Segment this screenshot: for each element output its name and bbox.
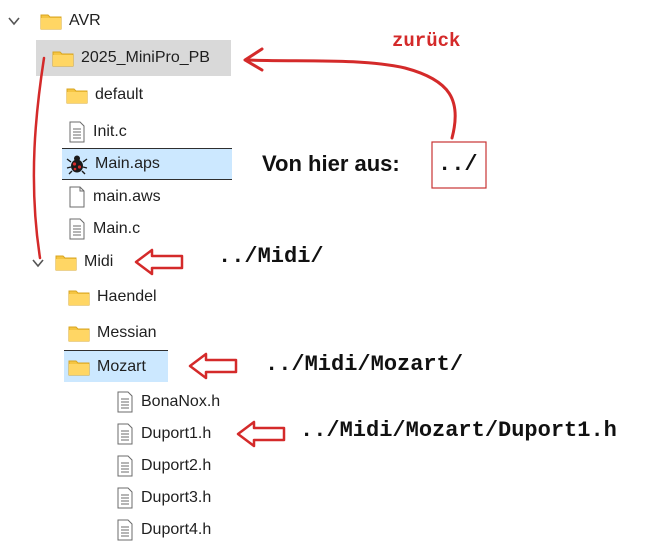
relative-root-label: ../ [438, 152, 478, 177]
arrow-left-icon [188, 352, 238, 380]
tree-item-label: Messian [97, 324, 157, 341]
text-file-icon [117, 487, 133, 509]
tree-item-duport3-h[interactable]: Duport3.h [116, 483, 211, 513]
tree-item-label: Mozart [97, 357, 146, 375]
text-file-icon [117, 423, 133, 445]
folder-icon [68, 326, 90, 342]
tree-item-label: Duport3.h [141, 489, 212, 506]
chevron-down-icon[interactable] [6, 13, 22, 29]
path-midi-label: ../Midi/ [218, 244, 324, 269]
path-duport1-label: ../Midi/Mozart/Duport1.h [300, 418, 617, 443]
chevron-down-icon[interactable] [30, 255, 46, 271]
tree-item-label: Midi [84, 253, 114, 270]
folder-icon [68, 290, 90, 306]
tree-item-default[interactable]: default [66, 80, 143, 110]
tree-item-label: main.aws [93, 188, 161, 205]
tree-item-haendel[interactable]: Haendel [68, 282, 157, 312]
folder-icon [68, 360, 90, 375]
tree-item-label: Duport2.h [141, 457, 212, 474]
tree-item-duport2-h[interactable]: Duport2.h [116, 451, 211, 481]
arrow-left-icon [236, 420, 286, 448]
tree-item-main-c[interactable]: Main.c [68, 214, 140, 244]
blank-file-icon [69, 186, 85, 208]
tree-item-label: Init.c [93, 123, 127, 140]
tree-item-main-aps[interactable]: Main.aps [62, 148, 232, 180]
tree-item-init-c[interactable]: Init.c [68, 117, 127, 147]
tree-item-label: Haendel [97, 288, 157, 305]
path-mozart-label: ../Midi/Mozart/ [265, 352, 464, 377]
back-arrow-head [243, 47, 264, 72]
folder-icon [66, 88, 88, 104]
tree-item-project[interactable]: 2025_MiniPro_PB [36, 40, 231, 76]
tree-item-label: default [95, 86, 144, 103]
back-arrow [245, 58, 457, 140]
back-label: zurück [392, 30, 461, 52]
from-here-label: Von hier aus: [262, 151, 400, 176]
tree-item-label: Main.aps [95, 155, 160, 172]
text-file-icon [69, 121, 85, 143]
text-file-icon [69, 218, 85, 240]
tree-item-label: BonaNox.h [141, 393, 221, 410]
connector-line [32, 56, 46, 260]
bug-app-icon [66, 155, 88, 175]
tree-item-duport4-h[interactable]: Duport4.h [116, 515, 211, 545]
tree-item-mozart[interactable]: Mozart [64, 350, 168, 382]
text-file-icon [117, 391, 133, 413]
tree-item-label: 2025_MiniPro_PB [81, 49, 210, 66]
tree-item-midi[interactable]: Midi [55, 247, 113, 277]
tree-item-label: Duport1.h [141, 425, 212, 442]
tree-item-label: AVR [69, 12, 101, 29]
folder-icon [40, 14, 62, 30]
folder-icon [55, 255, 77, 271]
tree-item-main-aws[interactable]: main.aws [68, 182, 161, 212]
folder-icon [52, 51, 74, 67]
tree-item-duport1-h[interactable]: Duport1.h [116, 419, 211, 449]
tree-item-label: Duport4.h [141, 521, 212, 538]
tree-item-bonanox-h[interactable]: BonaNox.h [116, 387, 220, 417]
tree-item-label: Main.c [93, 220, 141, 237]
tree-item-avr[interactable]: AVR [40, 6, 101, 36]
text-file-icon [117, 455, 133, 477]
text-file-icon [117, 519, 133, 541]
tree-item-messian[interactable]: Messian [68, 318, 157, 348]
arrow-left-icon [134, 248, 184, 276]
